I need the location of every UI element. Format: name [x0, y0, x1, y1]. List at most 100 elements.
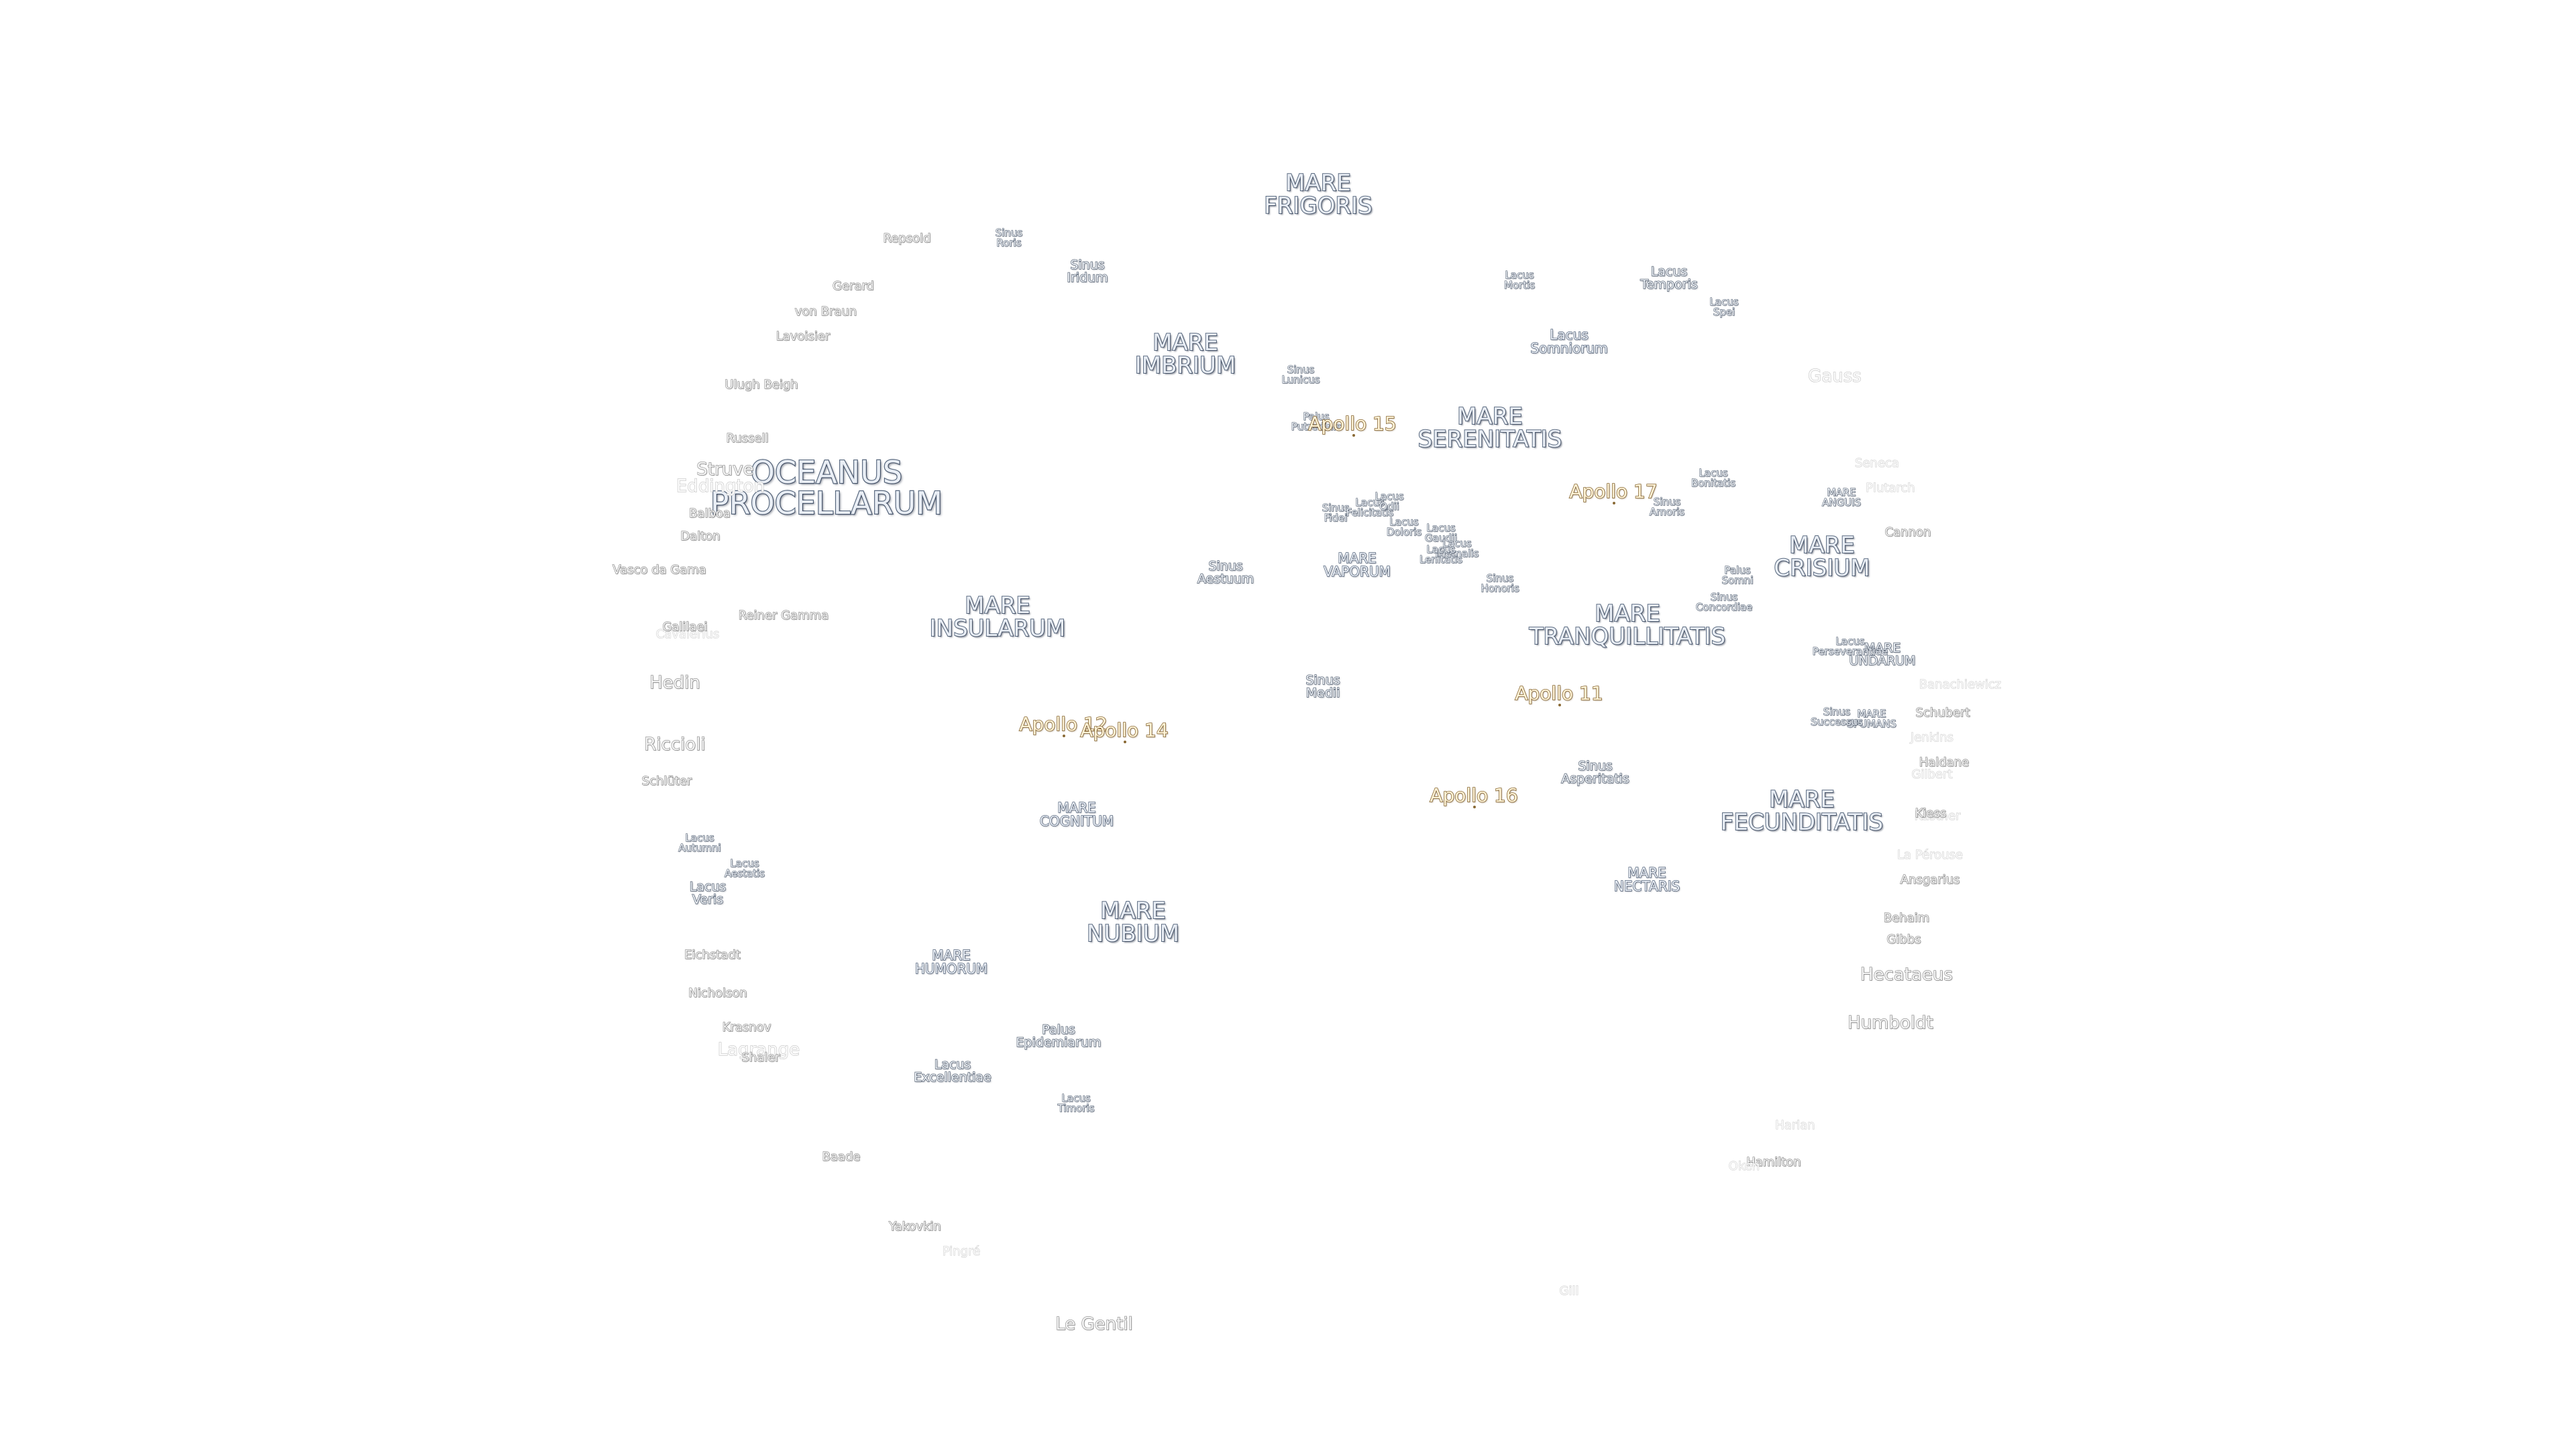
- crater-harlan-label: Harlan: [1775, 1118, 1815, 1132]
- crater-struve-label: Struve: [696, 460, 755, 480]
- crater-ulugh-beigh-label: Ulugh Beigh: [724, 378, 799, 392]
- crater-vasco-da-gama-label: Vasco da Gama: [612, 563, 707, 577]
- apollo-14-marker: [1124, 741, 1126, 743]
- apollo-15-label: Apollo 15: [1308, 413, 1397, 435]
- apollo-14-label: Apollo 14: [1080, 719, 1169, 741]
- crater-dalton-label: Dalton: [680, 529, 721, 543]
- crater-krasnov-label: Krasnov: [722, 1020, 771, 1034]
- crater-nicholson-label: Nicholson: [688, 986, 748, 1000]
- crater-seneca-label: Seneca: [1855, 456, 1900, 470]
- crater-hamilton-label: Hamilton: [1746, 1155, 1802, 1169]
- apollo-12-marker: [1063, 735, 1065, 737]
- crater-cannon-label: Cannon: [1884, 525, 1931, 539]
- apollo-17-label: Apollo 17: [1569, 480, 1658, 502]
- crater-hedin-label: Hedin: [649, 673, 700, 693]
- crater-hecataeus-label: Hecataeus: [1860, 965, 1953, 985]
- crater-la-perouse-label: La Pérouse: [1897, 848, 1964, 862]
- crater-russell-label: Russell: [726, 431, 769, 445]
- crater-banachiewicz-label: Banachiewicz: [1919, 678, 2002, 692]
- crater-le-gentil-label: Le Gentil: [1055, 1314, 1134, 1334]
- crater-yakovkin-label: Yakovkin: [888, 1220, 941, 1234]
- apollo-11-marker: [1558, 704, 1561, 706]
- apollo-16-marker: [1473, 806, 1476, 808]
- crater-behaim-label: Behaim: [1883, 911, 1930, 925]
- crater-eddington-label: Eddington: [676, 476, 765, 496]
- crater-shaler-label: Shaler: [741, 1051, 781, 1065]
- crater-gibbs-label: Gibbs: [1886, 932, 1921, 947]
- crater-gill-label: Gill: [1559, 1284, 1579, 1298]
- crater-reiner-gamma-label: Reiner Gamma: [738, 608, 829, 623]
- crater-pingre-label: Pingré: [942, 1244, 981, 1258]
- crater-plutarch-label: Plutarch: [1866, 481, 1916, 495]
- crater-baade-label: Baade: [822, 1150, 861, 1164]
- crater-cavalerius-label: Cavalerius: [655, 627, 720, 641]
- crater-haldane-label: Haldane: [1919, 755, 1970, 769]
- apollo-16-label: Apollo 16: [1430, 784, 1519, 806]
- crater-riccioli-label: Riccioli: [644, 735, 706, 755]
- crater-humboldt-label: Humboldt: [1847, 1013, 1933, 1033]
- apollo-12-label: Apollo 12: [1019, 713, 1108, 735]
- crater-repsold-label: Repsold: [883, 231, 931, 246]
- crater-gauss-label: Gauss: [1808, 366, 1862, 386]
- crater-schluter-label: Schlüter: [641, 774, 692, 788]
- crater-von-braun-label: von Braun: [794, 305, 857, 319]
- crater-balboa-label: Balboa: [688, 506, 731, 521]
- crater-schubert-label: Schubert: [1915, 706, 1970, 720]
- crater-oken-label: Oken: [1728, 1159, 1760, 1173]
- apollo-17-marker: [1613, 502, 1615, 504]
- apollo-11-label: Apollo 11: [1515, 682, 1604, 704]
- apollo-15-marker: [1352, 434, 1355, 437]
- crater-lagrange-label: Lagrange: [717, 1040, 800, 1060]
- crater-gerard-label: Gerard: [832, 279, 874, 293]
- crater-ansgarius-label: Ansgarius: [1900, 873, 1960, 887]
- crater-gilbert-label: Gilbert: [1911, 767, 1953, 782]
- crater-jenkins-label: Jenkins: [1910, 731, 1954, 745]
